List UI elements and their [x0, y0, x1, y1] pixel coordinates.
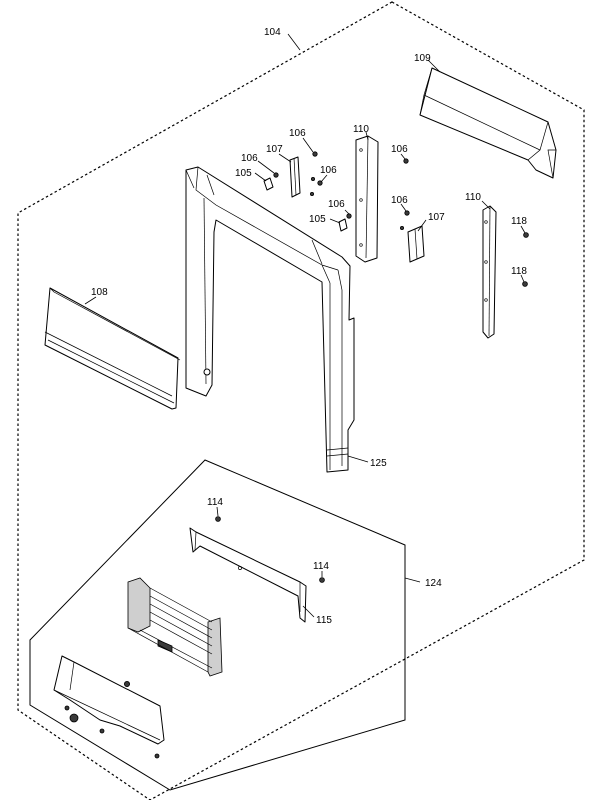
label-104: 104	[264, 27, 281, 38]
label-118-upper: 118	[511, 216, 527, 227]
label-108: 108	[91, 287, 108, 298]
label-106-mid: 106	[320, 165, 337, 176]
label-106-right-lower: 106	[391, 195, 408, 206]
fire-grate	[127, 577, 223, 677]
clip-part-105-upper	[263, 177, 274, 191]
bracket-part-110-right	[482, 205, 497, 339]
label-105-upper: 105	[235, 168, 252, 179]
assembly-124-boundary	[29, 459, 406, 791]
label-106-left: 106	[241, 153, 258, 164]
top-hood-part-109	[419, 67, 557, 179]
label-118-lower: 118	[511, 266, 527, 277]
bracket-part-107-left	[289, 156, 301, 198]
label-124: 124	[425, 578, 442, 589]
label-107-right: 107	[428, 212, 445, 223]
label-110-left: 110	[353, 124, 369, 135]
bracket-part-110-left	[355, 135, 379, 263]
label-107-left: 107	[266, 144, 283, 155]
leader-lines	[84, 33, 526, 618]
assembly-104-boundary	[17, 1, 585, 800]
label-114-right: 114	[313, 561, 329, 572]
label-106-top: 106	[289, 128, 306, 139]
screw-part-118-group	[522, 232, 529, 287]
label-125: 125	[370, 458, 387, 469]
label-106-lower: 106	[328, 199, 345, 210]
bracket-part-107-right	[407, 225, 425, 263]
label-106-right: 106	[391, 144, 408, 155]
frame-part-125	[185, 166, 355, 473]
deflector-part-115	[189, 527, 307, 623]
label-105-lower: 105	[309, 214, 326, 225]
label-110-right: 110	[465, 192, 481, 203]
label-109: 109	[414, 53, 431, 64]
label-115: 115	[316, 615, 332, 626]
fastener-part-114-group	[215, 516, 325, 583]
front-panel-part-108	[44, 287, 181, 410]
label-114-left: 114	[207, 497, 223, 508]
screw-part-106-group	[273, 151, 410, 230]
front-fret	[53, 655, 165, 759]
clip-part-105-lower	[338, 218, 348, 232]
